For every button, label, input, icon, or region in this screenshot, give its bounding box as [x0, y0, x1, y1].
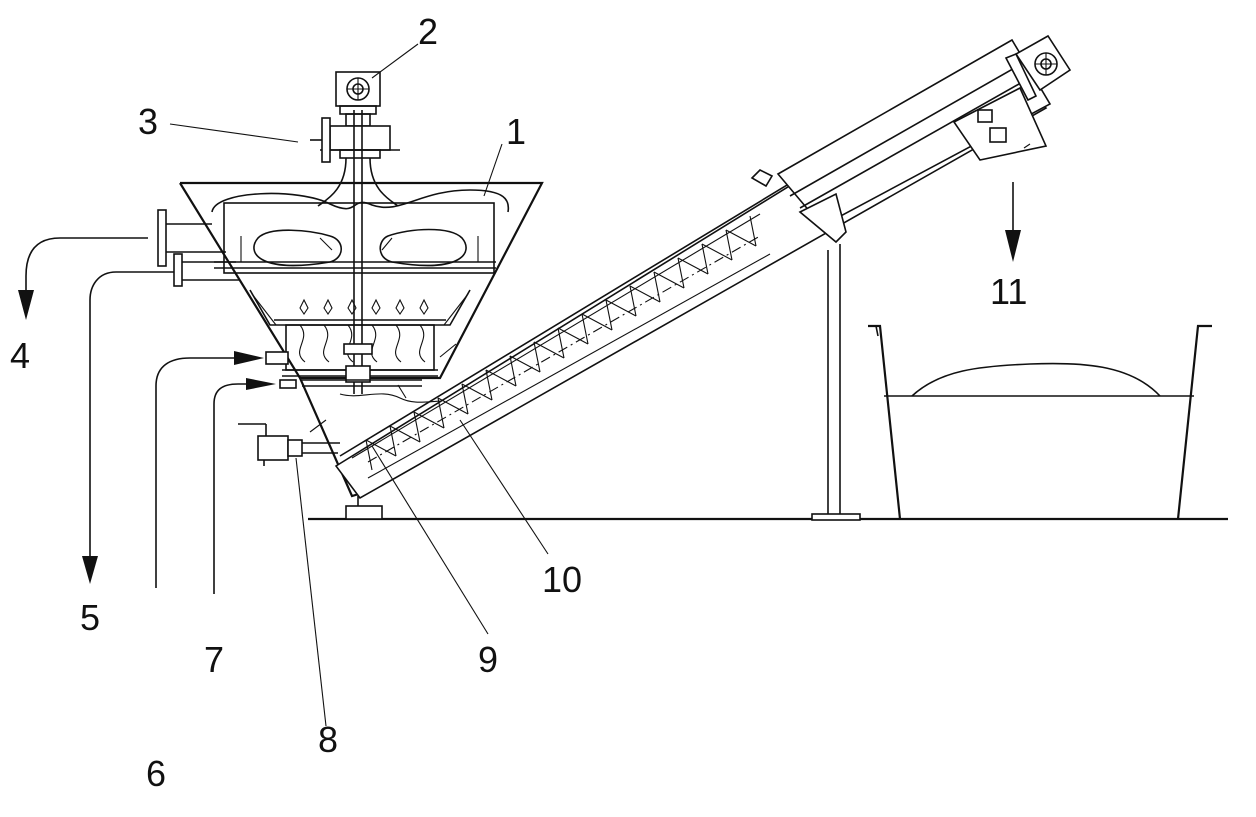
- label-7: 7: [204, 639, 224, 680]
- collection-bin: [868, 324, 1212, 520]
- outlet-pipes: [157, 209, 240, 287]
- label-3: 3: [138, 101, 158, 142]
- drive-motor-and-shaft: [302, 71, 422, 394]
- discharge-arrow: [1005, 182, 1021, 262]
- conveyor-drive-motor: [1004, 34, 1072, 102]
- leader-lines: [169, 43, 549, 727]
- label-1: 1: [506, 111, 526, 152]
- label-2: 2: [418, 11, 438, 52]
- hopper-tank: [179, 181, 544, 498]
- control-box: [952, 86, 1048, 161]
- label-10: 10: [542, 559, 582, 600]
- screw-conveyor: [334, 34, 1072, 500]
- label-8: 8: [318, 719, 338, 760]
- label-11: 11: [990, 271, 1027, 312]
- label-5: 5: [80, 597, 100, 638]
- conveyor-support-leg: [811, 244, 861, 521]
- label-9: 9: [478, 639, 498, 680]
- label-6: 6: [146, 753, 166, 794]
- flow-lines: [18, 237, 383, 594]
- label-4: 4: [10, 335, 30, 376]
